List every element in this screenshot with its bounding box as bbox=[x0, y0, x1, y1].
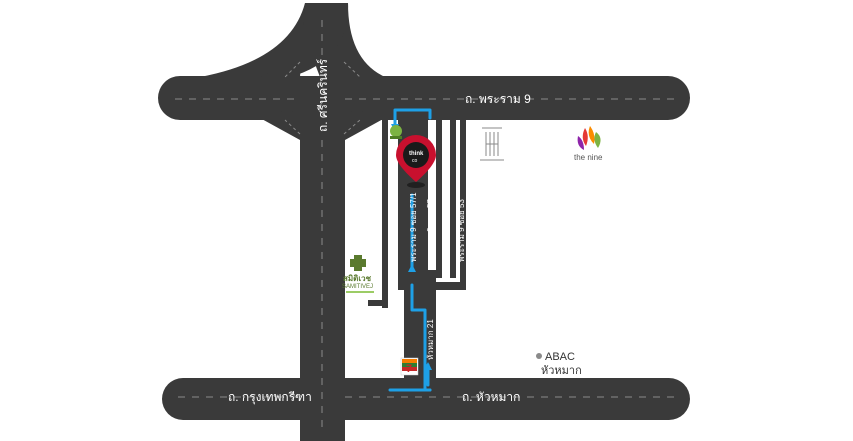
route-arrow-up bbox=[408, 264, 416, 272]
pin-label-think: think bbox=[409, 151, 424, 157]
abac-label-line2: หัวหมาก bbox=[541, 365, 582, 377]
road-label-krungthep-kreetha: ถ. กรุงเทพกรีฑา bbox=[228, 390, 312, 405]
soi-label-53: พระราม 9 ซอย 53 bbox=[457, 199, 466, 262]
samitivej-th: สมิติเวช bbox=[343, 274, 372, 283]
lane-markings bbox=[175, 20, 680, 430]
road-label-srinakarin: ถ. ศรีนครินทร์ bbox=[316, 58, 330, 132]
soi-label-hua-mak-21: หัวหมาก 21 bbox=[426, 319, 435, 360]
soi-label-57-1: พระราม 9 ซอย 57/1 bbox=[409, 192, 418, 262]
road-rama9 bbox=[158, 76, 690, 120]
abac-label-line1: ABAC bbox=[545, 351, 575, 363]
destination-pin[interactable]: think co bbox=[396, 135, 436, 188]
intersection-markings bbox=[284, 61, 361, 135]
road-label-rama9: ถ. พระราม 9 bbox=[465, 92, 531, 106]
road-hua-mak bbox=[162, 378, 690, 420]
svg-text:7: 7 bbox=[406, 363, 412, 375]
route-arrow-up-2 bbox=[424, 362, 432, 370]
the-nine-logo: the nine bbox=[574, 126, 603, 162]
pin-label-co: co bbox=[412, 158, 418, 164]
samitivej-logo: สมิติเวช SAMITIVEJ bbox=[342, 255, 374, 293]
road-label-hua-mak: ถ. หัวหมาก bbox=[462, 390, 520, 404]
park-icon bbox=[390, 125, 402, 139]
abac-marker: ABAC หัวหมาก bbox=[536, 351, 582, 377]
building-logo bbox=[480, 127, 504, 161]
soi-label-57: พระราม 9 ซอย 57 bbox=[426, 199, 435, 262]
the-nine-text: the nine bbox=[574, 153, 603, 162]
samitivej-en: SAMITIVEJ bbox=[342, 284, 373, 290]
seven-eleven-logo: 7 bbox=[400, 357, 419, 376]
